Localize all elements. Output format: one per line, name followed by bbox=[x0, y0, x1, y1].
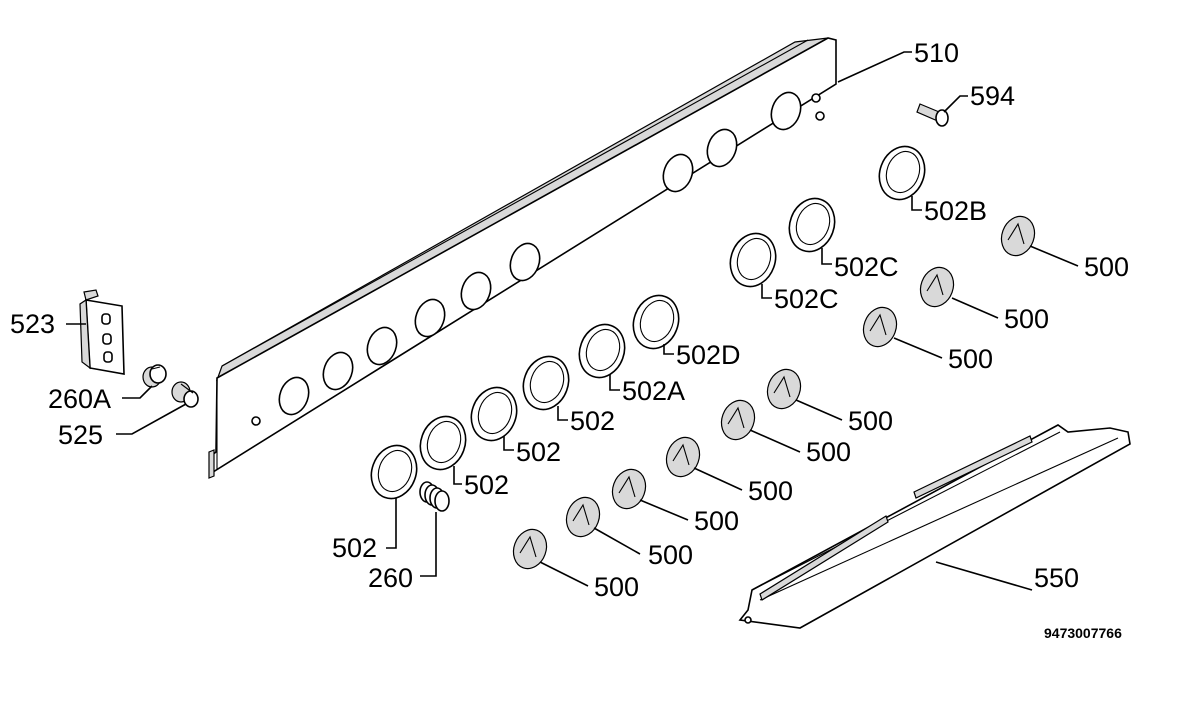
label-502-4: 502 bbox=[332, 533, 377, 563]
label-502-2: 502 bbox=[516, 437, 561, 467]
control-panel-510 bbox=[208, 37, 837, 479]
label-502-3: 502 bbox=[464, 470, 509, 500]
label-500-4: 500 bbox=[848, 406, 893, 436]
label-523: 523 bbox=[10, 309, 55, 339]
knob-500-5 bbox=[720, 399, 756, 441]
ring-502B bbox=[878, 145, 926, 201]
ring-502C-lower bbox=[729, 232, 777, 288]
label-502D: 502D bbox=[676, 340, 741, 370]
spring-260 bbox=[419, 481, 450, 512]
label-525: 525 bbox=[58, 420, 103, 450]
knob-500-1 bbox=[1000, 215, 1036, 257]
bracket-523 bbox=[79, 289, 125, 375]
label-502C-lower: 502C bbox=[774, 284, 839, 314]
label-260: 260 bbox=[368, 563, 413, 593]
label-500-9: 500 bbox=[594, 572, 639, 602]
label-500-6: 500 bbox=[748, 476, 793, 506]
knob-500-4 bbox=[766, 368, 802, 410]
ring-502-2 bbox=[470, 386, 518, 442]
pin-594 bbox=[916, 103, 949, 127]
knob-500-9 bbox=[512, 528, 548, 570]
label-510: 510 bbox=[914, 38, 959, 68]
label-502C-upper: 502C bbox=[834, 252, 899, 282]
part-260A bbox=[142, 364, 167, 388]
label-550: 550 bbox=[1034, 563, 1079, 593]
label-502-1: 502 bbox=[570, 406, 615, 436]
trim-strip-550 bbox=[738, 424, 1131, 629]
knob-500-3 bbox=[862, 306, 898, 348]
part-525 bbox=[171, 381, 199, 408]
ring-502-3 bbox=[419, 415, 467, 471]
label-500-8: 500 bbox=[648, 540, 693, 570]
ring-502-4 bbox=[370, 444, 418, 500]
ring-502-1 bbox=[522, 355, 570, 411]
label-500-5: 500 bbox=[806, 437, 851, 467]
label-502A: 502A bbox=[622, 376, 685, 406]
drawing-code: 9473007766 bbox=[1044, 625, 1122, 641]
knob-500-7 bbox=[611, 468, 647, 510]
label-502B: 502B bbox=[924, 196, 987, 226]
ring-502A bbox=[578, 323, 626, 379]
label-500-7: 500 bbox=[694, 506, 739, 536]
label-594: 594 bbox=[970, 81, 1015, 111]
leader-lines bbox=[66, 51, 1079, 591]
ring-502D bbox=[632, 294, 680, 350]
knob-500-2 bbox=[919, 266, 955, 308]
label-260A: 260A bbox=[48, 384, 111, 414]
knob-500-8 bbox=[565, 496, 601, 538]
label-500-1: 500 bbox=[1084, 252, 1129, 282]
knob-500-6 bbox=[665, 436, 701, 478]
label-500-2: 500 bbox=[1004, 304, 1049, 334]
label-500-3: 500 bbox=[948, 344, 993, 374]
ring-502C-upper bbox=[788, 197, 836, 253]
